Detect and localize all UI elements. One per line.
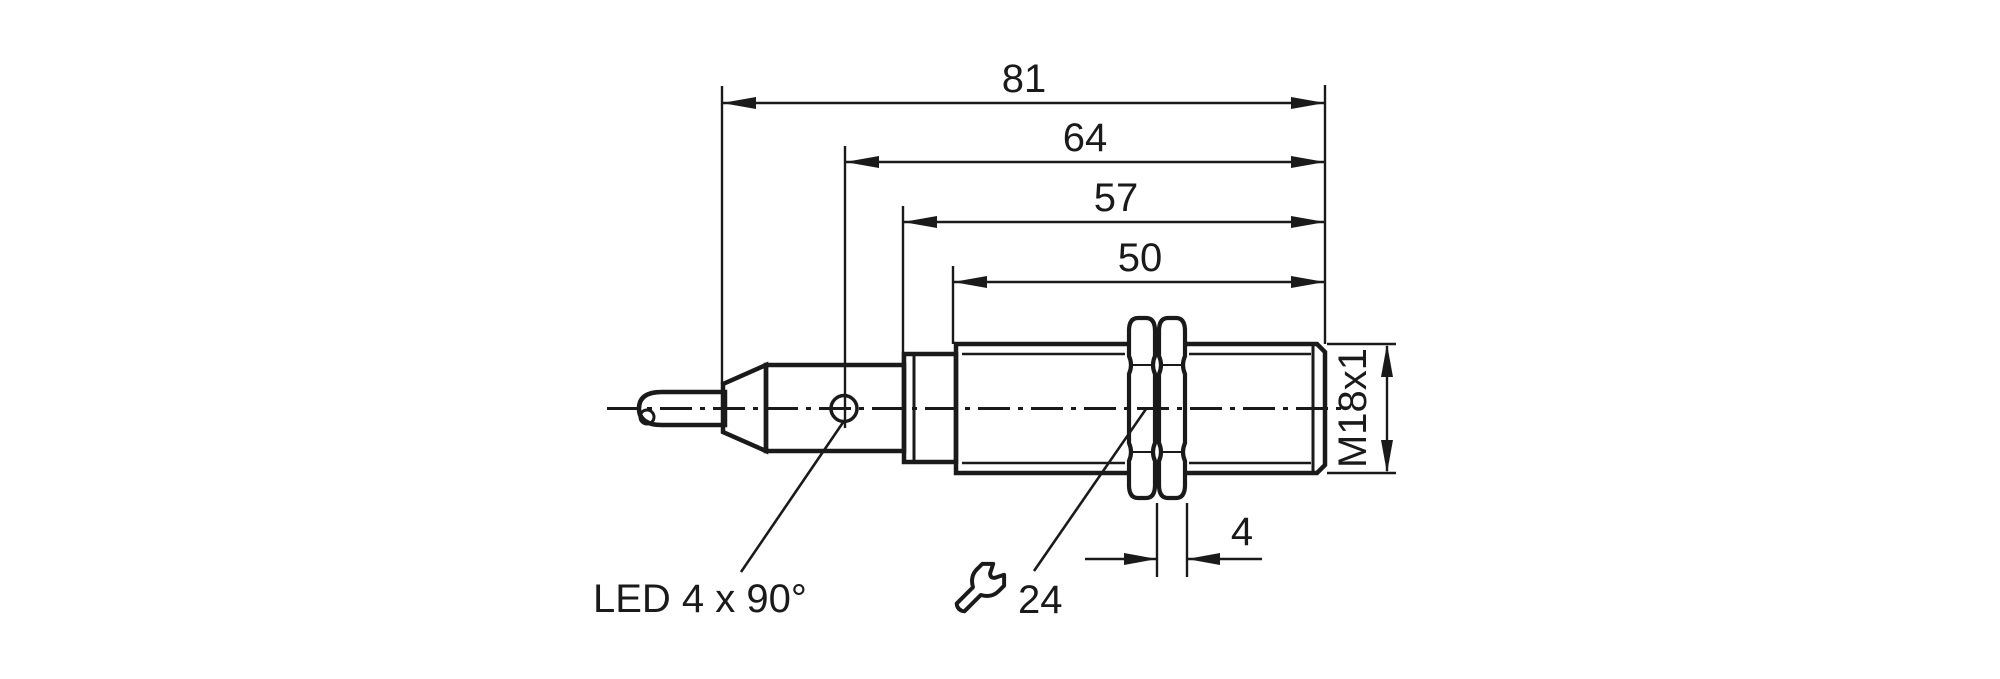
wrench-size-label: 24 [1018, 578, 1063, 622]
wrench-leader-line [1032, 408, 1148, 572]
dimension-lines [722, 101, 1389, 561]
thread-lines [962, 352, 1311, 465]
nut-facet-lines [1130, 364, 1184, 453]
extension-lines [720, 85, 1396, 577]
threaded-barrel [953, 341, 1328, 476]
leader-lines [739, 408, 1148, 573]
dim-length-to-collar-label: 57 [1094, 176, 1139, 220]
dim-overall-length-label: 81 [1002, 57, 1047, 101]
led-leader-line [739, 420, 846, 573]
thread-spec-label: M18x1 [1331, 348, 1375, 468]
dim-thread-length-label: 50 [1118, 236, 1163, 280]
dim-nut-width-label: 4 [1231, 510, 1253, 554]
led-label: LED 4 x 90° [593, 577, 807, 621]
wrench-icon [954, 561, 1007, 614]
arrowheads [722, 97, 1393, 565]
dim-length-to-led-label: 64 [1063, 116, 1108, 160]
thread-spec-group: M18x1 [1331, 348, 1375, 468]
